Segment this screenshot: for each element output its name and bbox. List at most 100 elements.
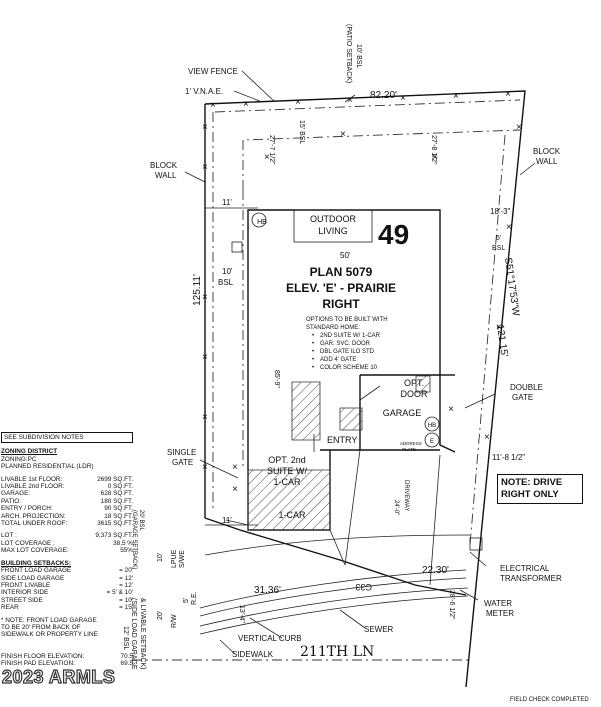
note-drive-line2: RIGHT ONLY xyxy=(501,489,559,500)
svg-text:×: × xyxy=(295,97,301,108)
electrical-transformer-1: ELECTRICAL xyxy=(500,564,550,573)
outdoor-living-1: OUTDOOR xyxy=(310,214,356,224)
dim-85-9: 85'-9" xyxy=(273,370,280,388)
svg-text:×: × xyxy=(202,462,208,473)
svg-text:×: × xyxy=(202,412,208,423)
address-plate-2: PLATE xyxy=(402,447,416,452)
svg-text:×: × xyxy=(202,122,208,133)
setback-row: STREET SIDE= 10' xyxy=(1,596,133,604)
lot-row: MAX LOT COVERAGE:55% xyxy=(1,547,133,555)
dim-11-top: 11' xyxy=(222,198,232,207)
setback-row: FRONT LIVABLE= 12' xyxy=(1,581,133,589)
svg-text:×: × xyxy=(232,462,238,473)
hb-circle-garage xyxy=(424,416,440,432)
svg-text:•: • xyxy=(312,341,314,347)
water-meter-2: METER xyxy=(486,609,514,618)
area-row: LIVABLE 1st FLOOR:2699 SQ.FT. xyxy=(1,475,133,483)
svg-text:•: • xyxy=(312,365,314,371)
note-drive-line1: NOTE: DRIVE xyxy=(501,477,563,488)
bsl-left-1: 12' BSL xyxy=(122,626,129,650)
address-plate-1: ADDRESS xyxy=(400,441,422,446)
area-table: LIVABLE 1st FLOOR:2699 SQ.FT. LIVABLE 2n… xyxy=(1,476,133,528)
house-footprint xyxy=(247,209,456,531)
option-item: GAR. SVC. DOOR xyxy=(320,341,371,347)
bsl-5b: BSL xyxy=(492,245,505,252)
setback-row: REAR= 15' xyxy=(1,604,133,612)
opt-door-1: OPT. xyxy=(404,378,424,388)
see-notes-box: SEE SUBDIVISION NOTES xyxy=(1,432,133,444)
double-gate-1: DOUBLE xyxy=(510,383,543,392)
re-label: R.E. xyxy=(191,591,198,605)
block-wall-left-1: BLOCK xyxy=(150,161,178,170)
dimension-bottom-right: 22.30' xyxy=(422,565,449,576)
block-wall-left-2: WALL xyxy=(155,171,177,180)
e-label: E xyxy=(430,439,434,445)
opt-suite-1: OPT. 2nd xyxy=(268,455,306,465)
e-circle xyxy=(424,432,440,448)
lot-table: LOT :9,373 SQ.FT. LOT COVERAGE :38.5 % M… xyxy=(1,532,133,554)
lot-number: 49 xyxy=(378,219,409,250)
rw-label: R/W xyxy=(171,614,178,628)
front-load-note: * NOTE: FRONT LOAD GARAGE TO BE 20' FROM… xyxy=(1,616,98,639)
svg-text:×: × xyxy=(448,404,454,415)
dim-24-0: 24'-0" xyxy=(393,500,399,515)
setback-lines xyxy=(205,99,521,546)
svg-text:×: × xyxy=(516,122,522,133)
setback-row: SIDE LOAD GARAGE= 12' xyxy=(1,574,133,582)
outdoor-living-2: LIVING xyxy=(318,226,348,236)
svg-text:×: × xyxy=(340,129,346,140)
dim-11-bottom: 11' xyxy=(222,516,232,525)
finish-floor: FINISH FLOOR ELEVATION:70.5 xyxy=(1,652,133,660)
garage-label: GARAGE xyxy=(383,408,422,418)
left-length: 125.11' xyxy=(192,274,203,306)
setbacks-table: FRONT LOAD GARAGE= 20' SIDE LOAD GARAGE=… xyxy=(1,567,133,611)
dim-5-re: 5' xyxy=(183,598,190,603)
lpue-label: LPUE xyxy=(171,549,178,568)
setback-row: FRONT LOAD GARAGE= 20' xyxy=(1,567,133,575)
option-item: DBL GATE ILO STD xyxy=(320,349,375,355)
sewer-label: SEWER xyxy=(364,625,394,634)
dim-11-8: 11'-8 1/2" xyxy=(492,453,525,462)
bsl-garage-2: (GARAGE SETBACK) xyxy=(131,510,137,569)
setback-row: INTERIOR SIDE= 5' & 10' xyxy=(1,589,133,597)
options-list: • 2ND SUITE W/ 1-CAR • GAR. SVC. DOOR • DBL… xyxy=(312,333,381,371)
svg-text:×: × xyxy=(243,99,249,110)
option-item: 2ND SUITE W/ 1-CAR xyxy=(320,333,381,339)
dim-50: 50' xyxy=(340,251,351,260)
opt-suite-3: 1-CAR xyxy=(273,477,301,487)
dim-10-side: 10' xyxy=(157,553,164,562)
finish-pad: FINISH PAD ELEVATION:69.5 xyxy=(1,660,133,668)
svg-text:×: × xyxy=(496,322,502,333)
svg-text:×: × xyxy=(505,89,511,100)
driveway xyxy=(225,449,441,586)
dim-13-4: 13'-4" xyxy=(238,605,245,623)
svg-text:×: × xyxy=(210,100,216,111)
block-wall-right-1: BLOCK xyxy=(533,147,561,156)
c33-label: C33 xyxy=(355,582,372,592)
bsl-5: 5' xyxy=(496,235,501,242)
area-row: GARAGE:628 SQ.FT. xyxy=(1,490,133,498)
field-check-label: FIELD CHECK COMPLETED xyxy=(510,697,589,703)
bsl-15: 15' BSL xyxy=(298,120,305,144)
bsl-garage-1: 20' BSL xyxy=(138,510,144,531)
options-intro-1: OPTIONS TO BE BUILT WITH xyxy=(306,317,388,323)
site-data-panel: SEE SUBDIVISION NOTES ZONING DISTRICT ZO… xyxy=(1,432,133,668)
vnae-label: 1' V.N.A.E. xyxy=(185,87,223,96)
dim-28-6: 28'-6 1/2" xyxy=(448,590,455,620)
leader-lines xyxy=(184,70,536,655)
bsl-left-3: & LIVABLE SETBACK) xyxy=(139,598,146,669)
driveway-label: DRIVEWAY xyxy=(403,480,409,511)
transformer-box xyxy=(469,537,483,551)
area-row: ENTRY / PORCH:90 SQ.FT. xyxy=(1,505,133,513)
dim-27-7: 27'-7 1/2" xyxy=(268,135,275,165)
zoning: ZONING:PC xyxy=(1,455,37,463)
entry-label: ENTRY xyxy=(327,435,357,445)
svg-text:×: × xyxy=(232,484,238,495)
svg-text:×: × xyxy=(432,152,438,163)
svg-text:•: • xyxy=(312,333,314,339)
vertical-curb-label: VERTICAL CURB xyxy=(238,634,302,643)
note-drive-box: NOTE: DRIVE RIGHT ONLY xyxy=(497,474,583,504)
area-row: TOTAL UNDER ROOF:3615 SQ.FT. xyxy=(1,520,133,528)
options-intro-2: STANDARD HOME: xyxy=(306,325,360,331)
